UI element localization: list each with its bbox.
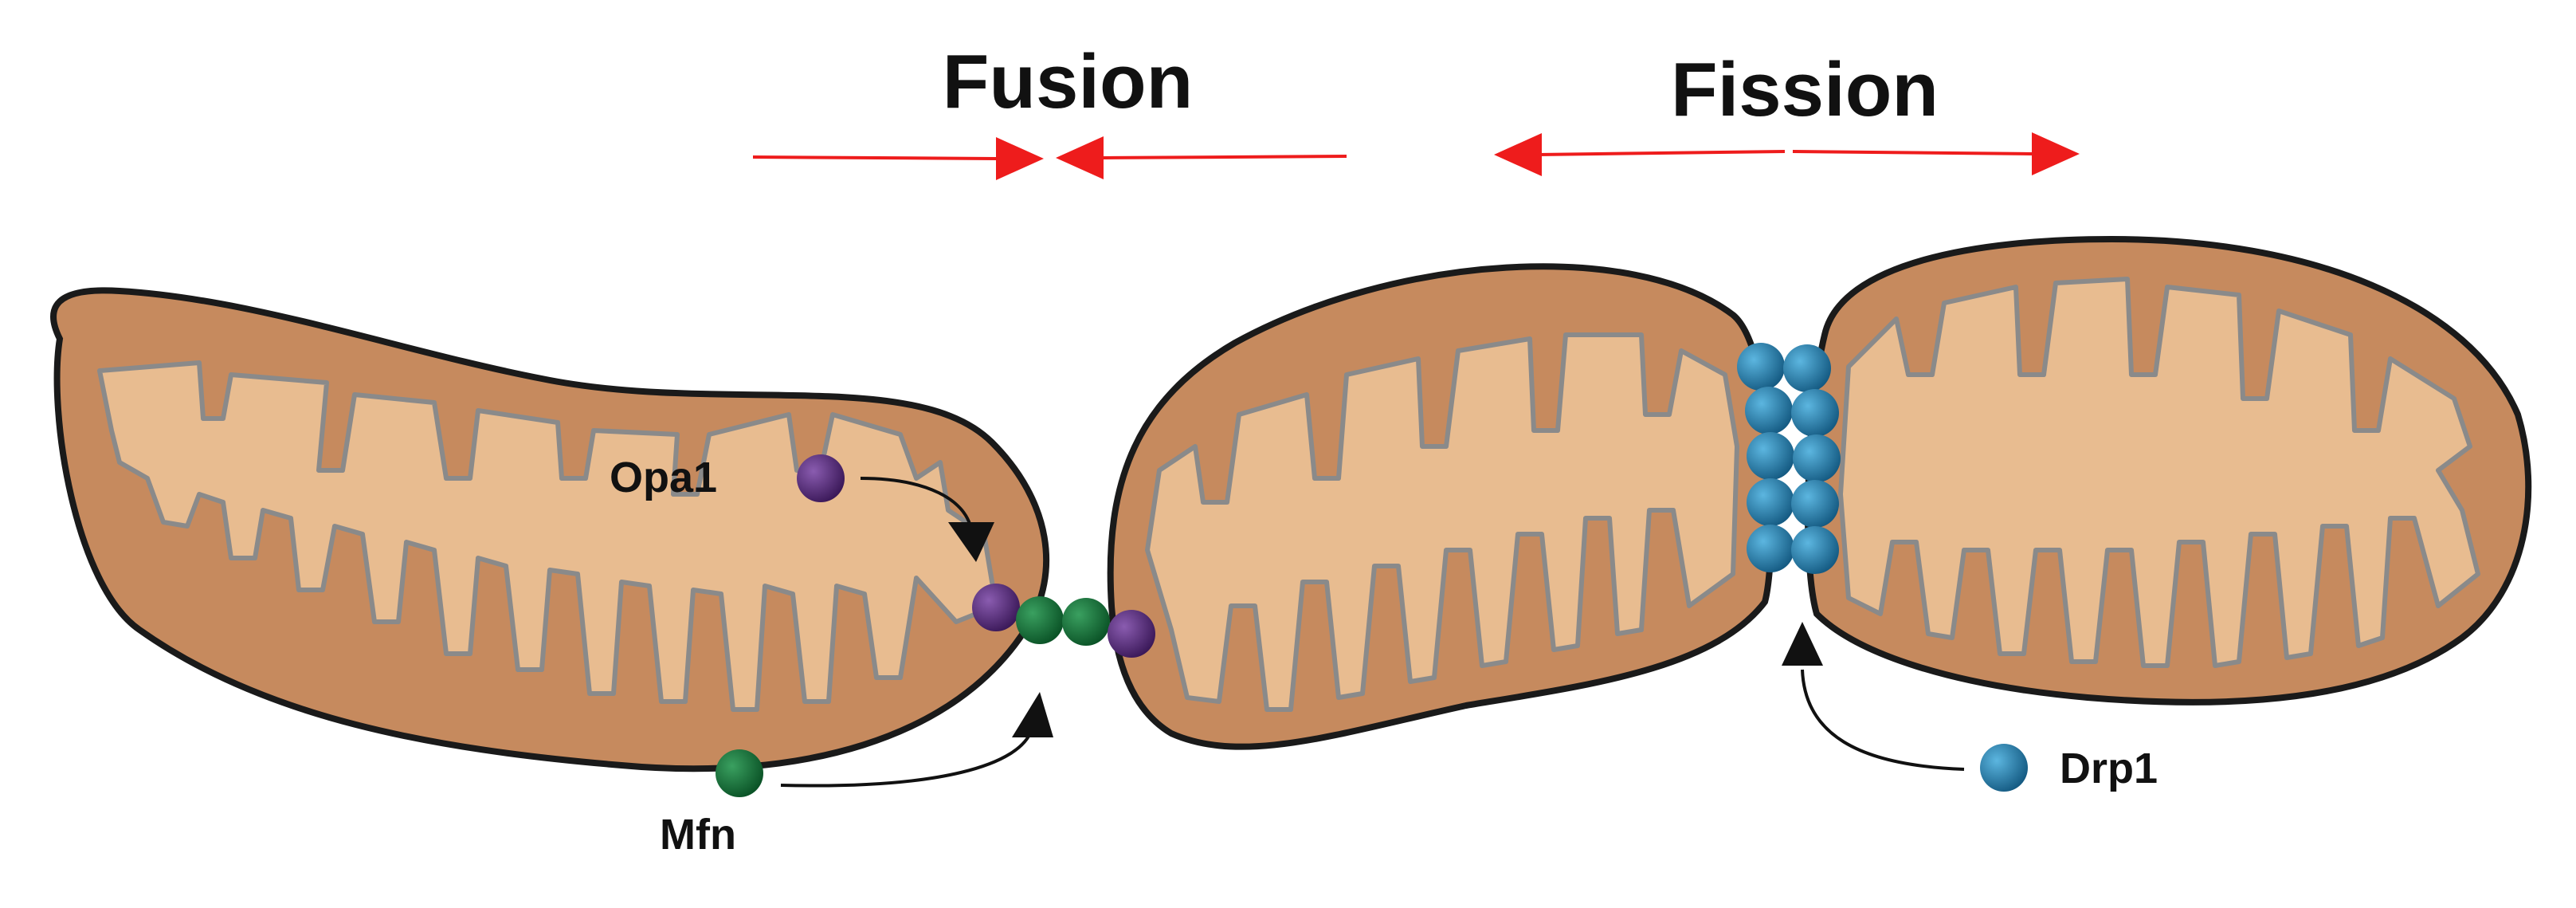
curved-arrow-icon bbox=[1801, 669, 1965, 771]
right-mitochondrion bbox=[1805, 235, 2532, 706]
drp1-oligomer bbox=[1747, 432, 1794, 480]
arrows-diverging-icon bbox=[1494, 132, 2080, 176]
middle-mitochondrion-cristae bbox=[1145, 332, 1739, 712]
opa1-label: Opa1 bbox=[610, 454, 717, 501]
left-mitochondrion bbox=[50, 287, 1050, 772]
drp1-oligomer bbox=[1747, 525, 1794, 572]
middle-mitochondrion bbox=[1107, 263, 1775, 750]
mfn-pointer-head bbox=[1012, 692, 1053, 737]
curved-arrow-icon bbox=[860, 477, 974, 535]
drp1-oligomer bbox=[1793, 434, 1841, 482]
fission-title: Fission bbox=[1671, 47, 1939, 132]
opa1-callout: Opa1 bbox=[610, 454, 994, 562]
opa1-legend-dot bbox=[797, 454, 845, 502]
arrows-converging-icon bbox=[752, 136, 1347, 180]
drp1-oligomer bbox=[1745, 387, 1793, 434]
mfn-callout: Mfn bbox=[660, 692, 1053, 859]
drp1-label: Drp1 bbox=[2060, 745, 2158, 792]
left-mitochondrion-cristae bbox=[97, 360, 998, 712]
opa1-protein-left bbox=[972, 584, 1020, 631]
fusion-title: Fusion bbox=[943, 39, 1194, 124]
fusion-complex bbox=[972, 584, 1155, 658]
mfn-protein-right bbox=[1062, 598, 1110, 646]
drp1-callout: Drp1 bbox=[1782, 622, 2158, 792]
opa1-pointer-head bbox=[948, 522, 994, 562]
drp1-oligomer bbox=[1791, 480, 1839, 528]
drp1-oligomer bbox=[1737, 343, 1785, 391]
drp1-oligomer bbox=[1791, 526, 1839, 574]
right-mitochondrion-cristae bbox=[1838, 277, 2480, 668]
drp1-legend-dot bbox=[1980, 744, 2028, 792]
mfn-protein-left bbox=[1016, 596, 1064, 644]
mfn-label: Mfn bbox=[660, 811, 736, 859]
drp1-pointer-head bbox=[1782, 622, 1823, 666]
drp1-oligomer bbox=[1747, 478, 1794, 526]
drp1-oligomer bbox=[1791, 389, 1839, 437]
drp1-ring bbox=[1737, 343, 1841, 574]
opa1-protein-right bbox=[1108, 610, 1155, 658]
curved-arrow-icon bbox=[780, 729, 1033, 788]
mfn-legend-dot bbox=[716, 749, 763, 797]
drp1-oligomer bbox=[1783, 344, 1831, 392]
